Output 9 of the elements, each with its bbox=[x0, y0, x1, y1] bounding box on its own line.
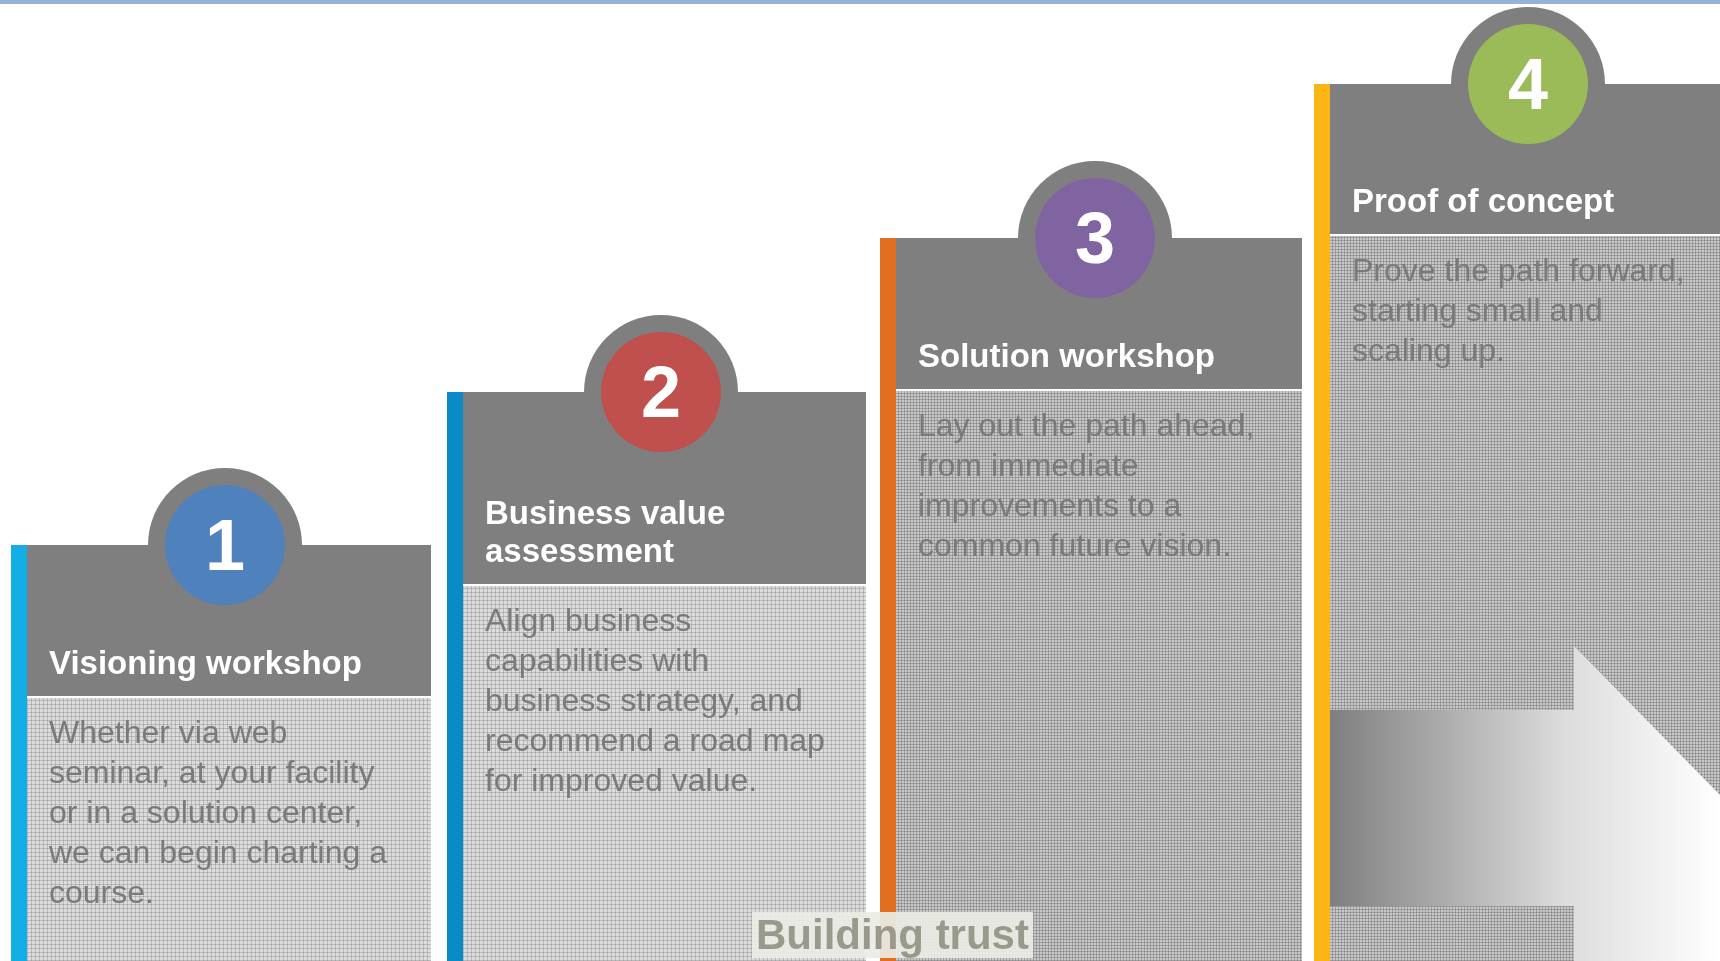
watermark-text: Building trust bbox=[752, 912, 1033, 959]
step-description: Prove the path forward, starting small and scaling up. bbox=[1352, 251, 1686, 370]
step-description: Whether via web seminar, at your facility or in a solution center, we can begin charting a course. bbox=[49, 713, 388, 912]
step-description: Align business capabilities with business strategy, and recommend a road map for improved value. bbox=[485, 601, 826, 800]
step-description: Lay out the path ahead, from immediate improvements to a common future vision. bbox=[918, 406, 1256, 565]
step-title: Business value assessment bbox=[485, 494, 727, 570]
step-title: Visioning workshop bbox=[49, 644, 363, 682]
step-title: Proof of concept bbox=[1352, 182, 1616, 220]
step-title: Solution workshop bbox=[918, 337, 1216, 375]
